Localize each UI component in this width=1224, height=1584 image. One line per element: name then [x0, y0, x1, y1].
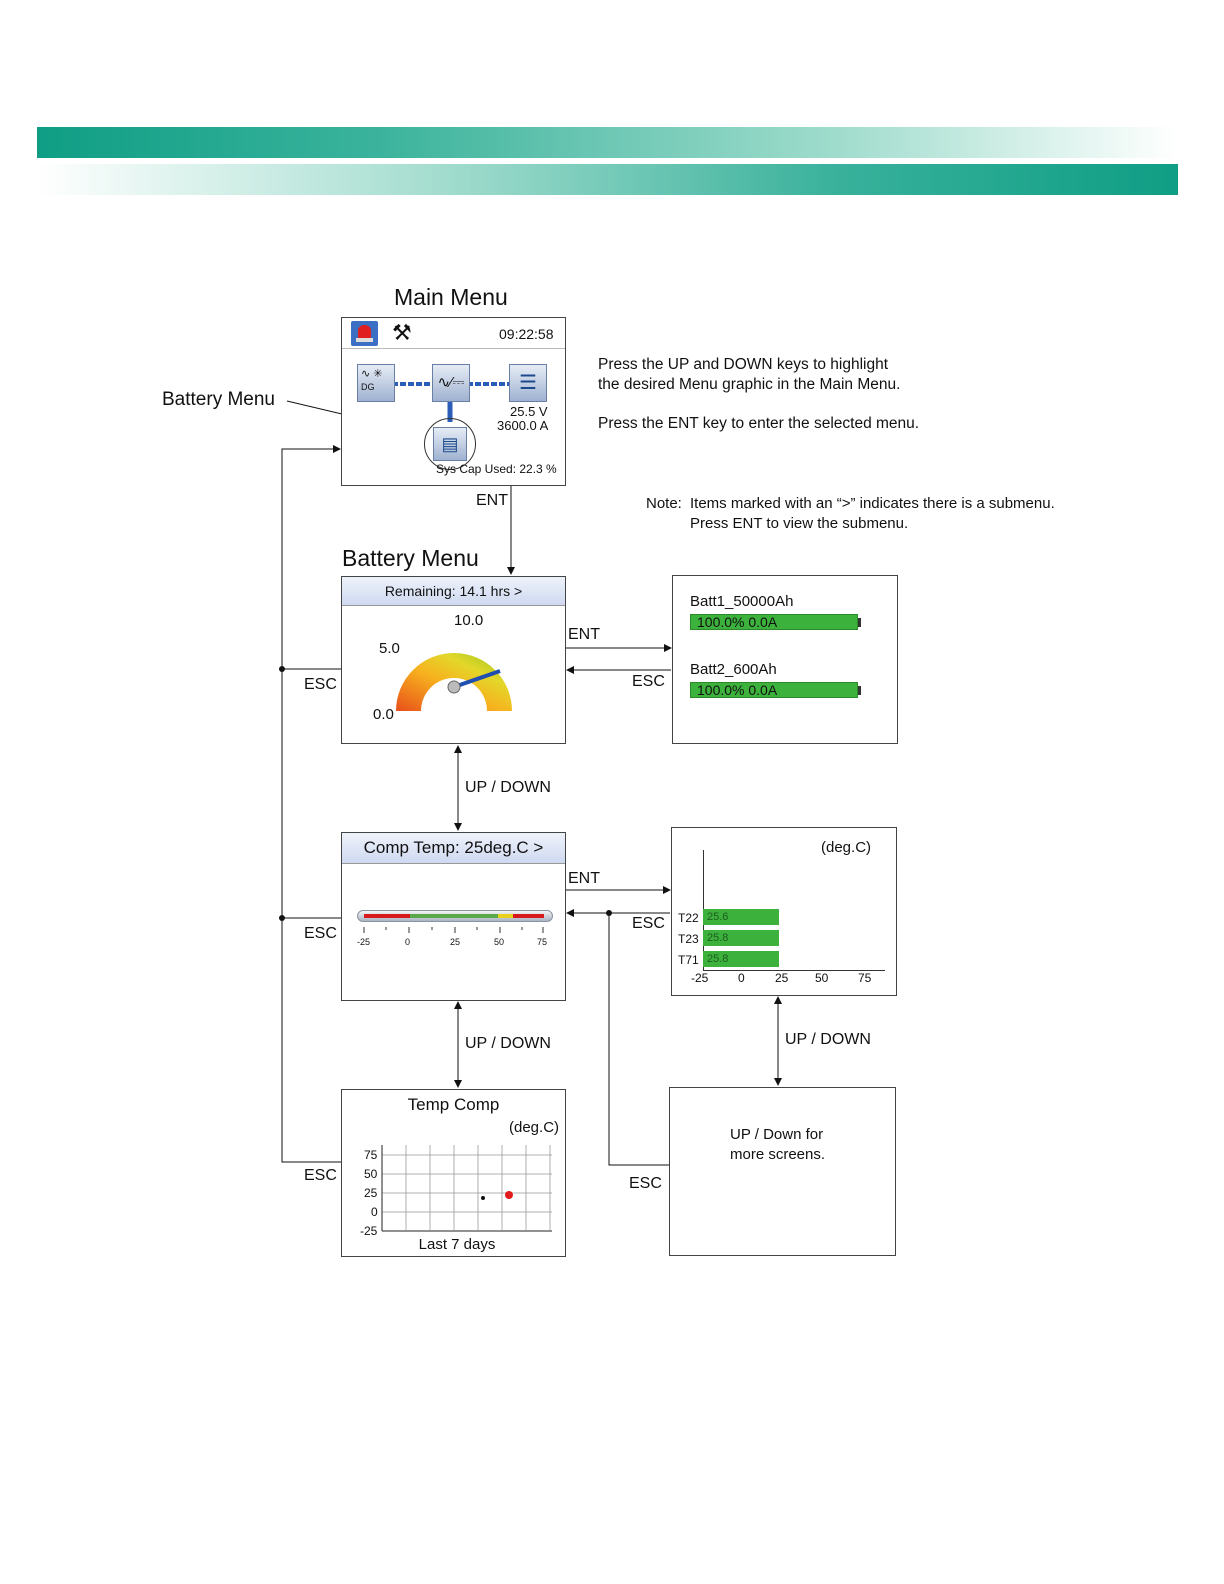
status-divider — [342, 348, 565, 349]
temp-sensors-screen: (deg.C) T22 25.6 T23 25.8 T71 25.8 -25 0… — [671, 827, 897, 996]
instruction-line-2: the desired Menu graphic in the Main Men… — [598, 376, 901, 393]
esc-label-battery-list: ESC — [632, 673, 665, 690]
temp-comp-unit: (deg.C) — [509, 1119, 560, 1136]
note-text: Items marked with an “>” indicates there… — [690, 494, 1055, 534]
more-screens-line-1: UP / Down for — [730, 1126, 824, 1143]
temp-comp-ytick-0: 0 — [371, 1205, 378, 1219]
tools-icon[interactable]: ⚒ — [392, 320, 412, 345]
temp-comp-ytick-75: 75 — [364, 1148, 378, 1162]
battery-2-terminal — [858, 686, 861, 695]
temp-comp-chart — [381, 1145, 552, 1232]
sensor-bar-t22: 25.6 — [703, 909, 779, 925]
comp-temp-screen: Comp Temp: 25deg.C > -25 0 25 50 75 — [341, 832, 566, 1001]
rectifier-icon[interactable]: ∿⁄⎓ — [432, 364, 470, 402]
esc-label-temp-comp: ESC — [304, 1167, 337, 1184]
sensor-bar-t23: 25.8 — [703, 930, 779, 946]
esc-label-comp-temp: ESC — [304, 925, 337, 942]
ent-label-main: ENT — [476, 492, 508, 509]
temp-comp-xlabel: Last 7 days — [418, 1236, 496, 1253]
battery-list-screen: Batt1_50000Ah 100.0% 0.0A Batt2_600Ah 10… — [672, 575, 898, 744]
comp-temp-tick-3: 25 — [450, 937, 461, 947]
remaining-gauge — [396, 652, 512, 711]
battery-menu-screen: Remaining: 14.1 hrs > 10.0 5.0 0.0 — [341, 576, 566, 744]
battery-menu-highlight-ring — [424, 418, 476, 470]
ent-label-comp-temp: ENT — [568, 870, 600, 887]
ent-label-battery: ENT — [568, 626, 600, 643]
esc-label-more-screens: ESC — [629, 1175, 662, 1192]
battery-menu-title: Battery Menu — [342, 545, 479, 571]
updown-label-1: UP / DOWN — [465, 779, 551, 796]
sensors-tick-3: 25 — [775, 971, 789, 985]
sensors-x-axis — [703, 970, 885, 971]
battery-2-name: Batt2_600Ah — [690, 661, 777, 678]
battery-1-terminal — [858, 618, 861, 627]
temp-comp-ytick-neg25: -25 — [360, 1224, 378, 1238]
temp-comp-screen: Temp Comp (deg.C) 75 50 25 0 -25 Last 7 … — [341, 1089, 566, 1257]
gauge-mid-label: 5.0 — [379, 640, 400, 657]
distribution-icon[interactable]: ☰ — [509, 364, 547, 402]
sensor-bar-t71: 25.8 — [703, 951, 779, 967]
gauge-max-label: 10.0 — [454, 612, 484, 629]
system-capacity-used: Sys Cap Used: 22.3 % — [436, 462, 557, 476]
alarm-icon[interactable] — [351, 321, 378, 346]
instructions-text: Press the UP and DOWN keys to highlight … — [598, 355, 919, 434]
battery-2-bar[interactable]: 100.0% 0.0A — [690, 682, 858, 698]
top-banner-band — [37, 127, 1178, 158]
updown-label-2: UP / DOWN — [465, 1035, 551, 1052]
main-menu-screen: ⚒ 09:22:58 ∿ ✳ DG ∿⁄⎓ ☰ 25.5 V 3600.0 A … — [341, 317, 566, 486]
temp-comp-ytick-50: 50 — [364, 1167, 378, 1181]
battery-1-bar[interactable]: 100.0% 0.0A — [690, 614, 858, 630]
gauge-min-label: 0.0 — [373, 706, 394, 723]
more-screens-box: UP / Down for more screens. — [669, 1087, 896, 1256]
more-screens-line-2: more screens. — [730, 1146, 826, 1163]
esc-label-sensors: ESC — [632, 915, 665, 932]
temp-range-bar — [357, 910, 553, 922]
current-readout: 3600.0 A — [497, 418, 549, 433]
voltage-readout: 25.5 V — [510, 404, 548, 419]
note-label: Note: — [646, 495, 682, 512]
sensors-tick-2: 0 — [738, 971, 745, 985]
note-line-1: Items marked with an “>” indicates there… — [690, 495, 1055, 512]
updown-label-3: UP / DOWN — [785, 1031, 871, 1048]
comp-temp-tick-1: -25 — [357, 937, 371, 947]
comp-temp-tick-4: 50 — [494, 937, 505, 947]
comp-temp-tick-5: 75 — [537, 937, 548, 947]
temp-comp-ytick-25: 25 — [364, 1186, 378, 1200]
battery-1-name: Batt1_50000Ah — [690, 593, 794, 610]
comp-temp-header[interactable]: Comp Temp: 25deg.C > — [342, 833, 565, 864]
esc-label-battery: ESC — [304, 676, 337, 693]
grid-generator-icon[interactable]: ∿ ✳ DG — [357, 364, 395, 402]
sensor-label-t71: T71 — [678, 953, 699, 967]
sensors-tick-5: 75 — [858, 971, 872, 985]
clock-time: 09:22:58 — [499, 326, 554, 342]
battery-icon[interactable]: ▤ — [433, 427, 467, 461]
sensors-unit-label: (deg.C) — [821, 839, 872, 856]
comp-temp-ticks — [363, 927, 544, 933]
temp-comp-title: Temp Comp — [407, 1095, 500, 1114]
remaining-time-header[interactable]: Remaining: 14.1 hrs > — [342, 577, 565, 606]
note-line-2: Press ENT to view the submenu. — [690, 515, 909, 532]
battery-menu-callout: Battery Menu — [162, 389, 275, 410]
main-menu-title: Main Menu — [394, 284, 508, 310]
second-banner-band — [37, 164, 1178, 195]
comp-temp-tick-2: 0 — [405, 937, 411, 947]
sensor-label-t22: T22 — [678, 911, 699, 925]
instruction-line-3: Press the ENT key to enter the selected … — [598, 415, 920, 432]
sensors-tick-4: 50 — [815, 971, 829, 985]
instruction-line-1: Press the UP and DOWN keys to highlight — [598, 356, 889, 373]
sensors-tick-1: -25 — [691, 971, 709, 985]
sensor-label-t23: T23 — [678, 932, 699, 946]
